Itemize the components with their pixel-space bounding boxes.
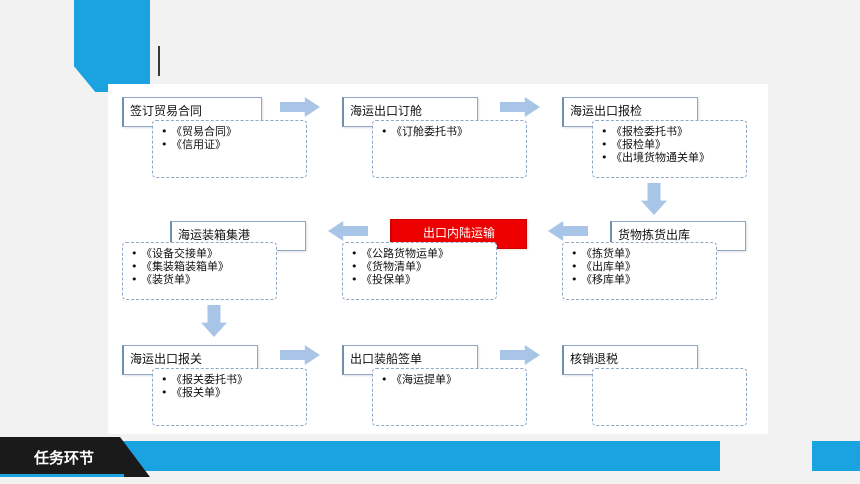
section-tab-label: 任务环节 <box>34 449 95 467</box>
arrow-right <box>280 97 320 117</box>
document-item: 《集装箱装箱单》 <box>131 260 268 273</box>
section-tab-underline <box>0 474 124 477</box>
header-divider <box>158 46 160 76</box>
document-item: 《出库单》 <box>571 260 708 273</box>
footer-bar <box>110 441 720 471</box>
document-item: 《设备交接单》 <box>131 247 268 260</box>
arrow-right <box>280 345 320 365</box>
document-item: 《移库单》 <box>571 273 708 286</box>
document-item: 《报关单》 <box>161 386 298 399</box>
arrow-left <box>328 221 368 241</box>
document-item: 《货物清单》 <box>351 260 488 273</box>
document-item: 《报关委托书》 <box>161 373 298 386</box>
docs-customs: 《报关委托书》《报关单》 <box>152 368 307 426</box>
document-item: 《报检委托书》 <box>601 125 738 138</box>
document-item: 《出境货物通关单》 <box>601 151 738 164</box>
docs-picking: 《拣货单》《出库单》《移库单》 <box>562 242 717 300</box>
docs-inspection: 《报检委托书》《报检单》《出境货物通关单》 <box>592 120 747 178</box>
document-item: 《订舱委托书》 <box>381 125 518 138</box>
docs-tax-refund <box>592 368 747 426</box>
document-item: 《海运提单》 <box>381 373 518 386</box>
arrow-right <box>500 345 540 365</box>
docs-sign-contract: 《贸易合同》《信用证》 <box>152 120 307 178</box>
docs-inland-transport: 《公路货物运单》《货物清单》《投保单》 <box>342 242 497 300</box>
docs-container-packing: 《设备交接单》《集装箱装箱单》《装货单》 <box>122 242 277 300</box>
arrow-left <box>548 221 588 241</box>
document-item: 《投保单》 <box>351 273 488 286</box>
document-item: 《信用证》 <box>161 138 298 151</box>
document-item: 《报检单》 <box>601 138 738 151</box>
document-item: 《贸易合同》 <box>161 125 298 138</box>
docs-booking: 《订舱委托书》 <box>372 120 527 178</box>
document-item: 《拣货单》 <box>571 247 708 260</box>
document-item: 《公路货物运单》 <box>351 247 488 260</box>
document-item: 《装货单》 <box>131 273 268 286</box>
arrow-right <box>500 97 540 117</box>
docs-loading: 《海运提单》 <box>372 368 527 426</box>
header-decoration <box>74 0 150 92</box>
footer-bar-right <box>812 441 860 471</box>
